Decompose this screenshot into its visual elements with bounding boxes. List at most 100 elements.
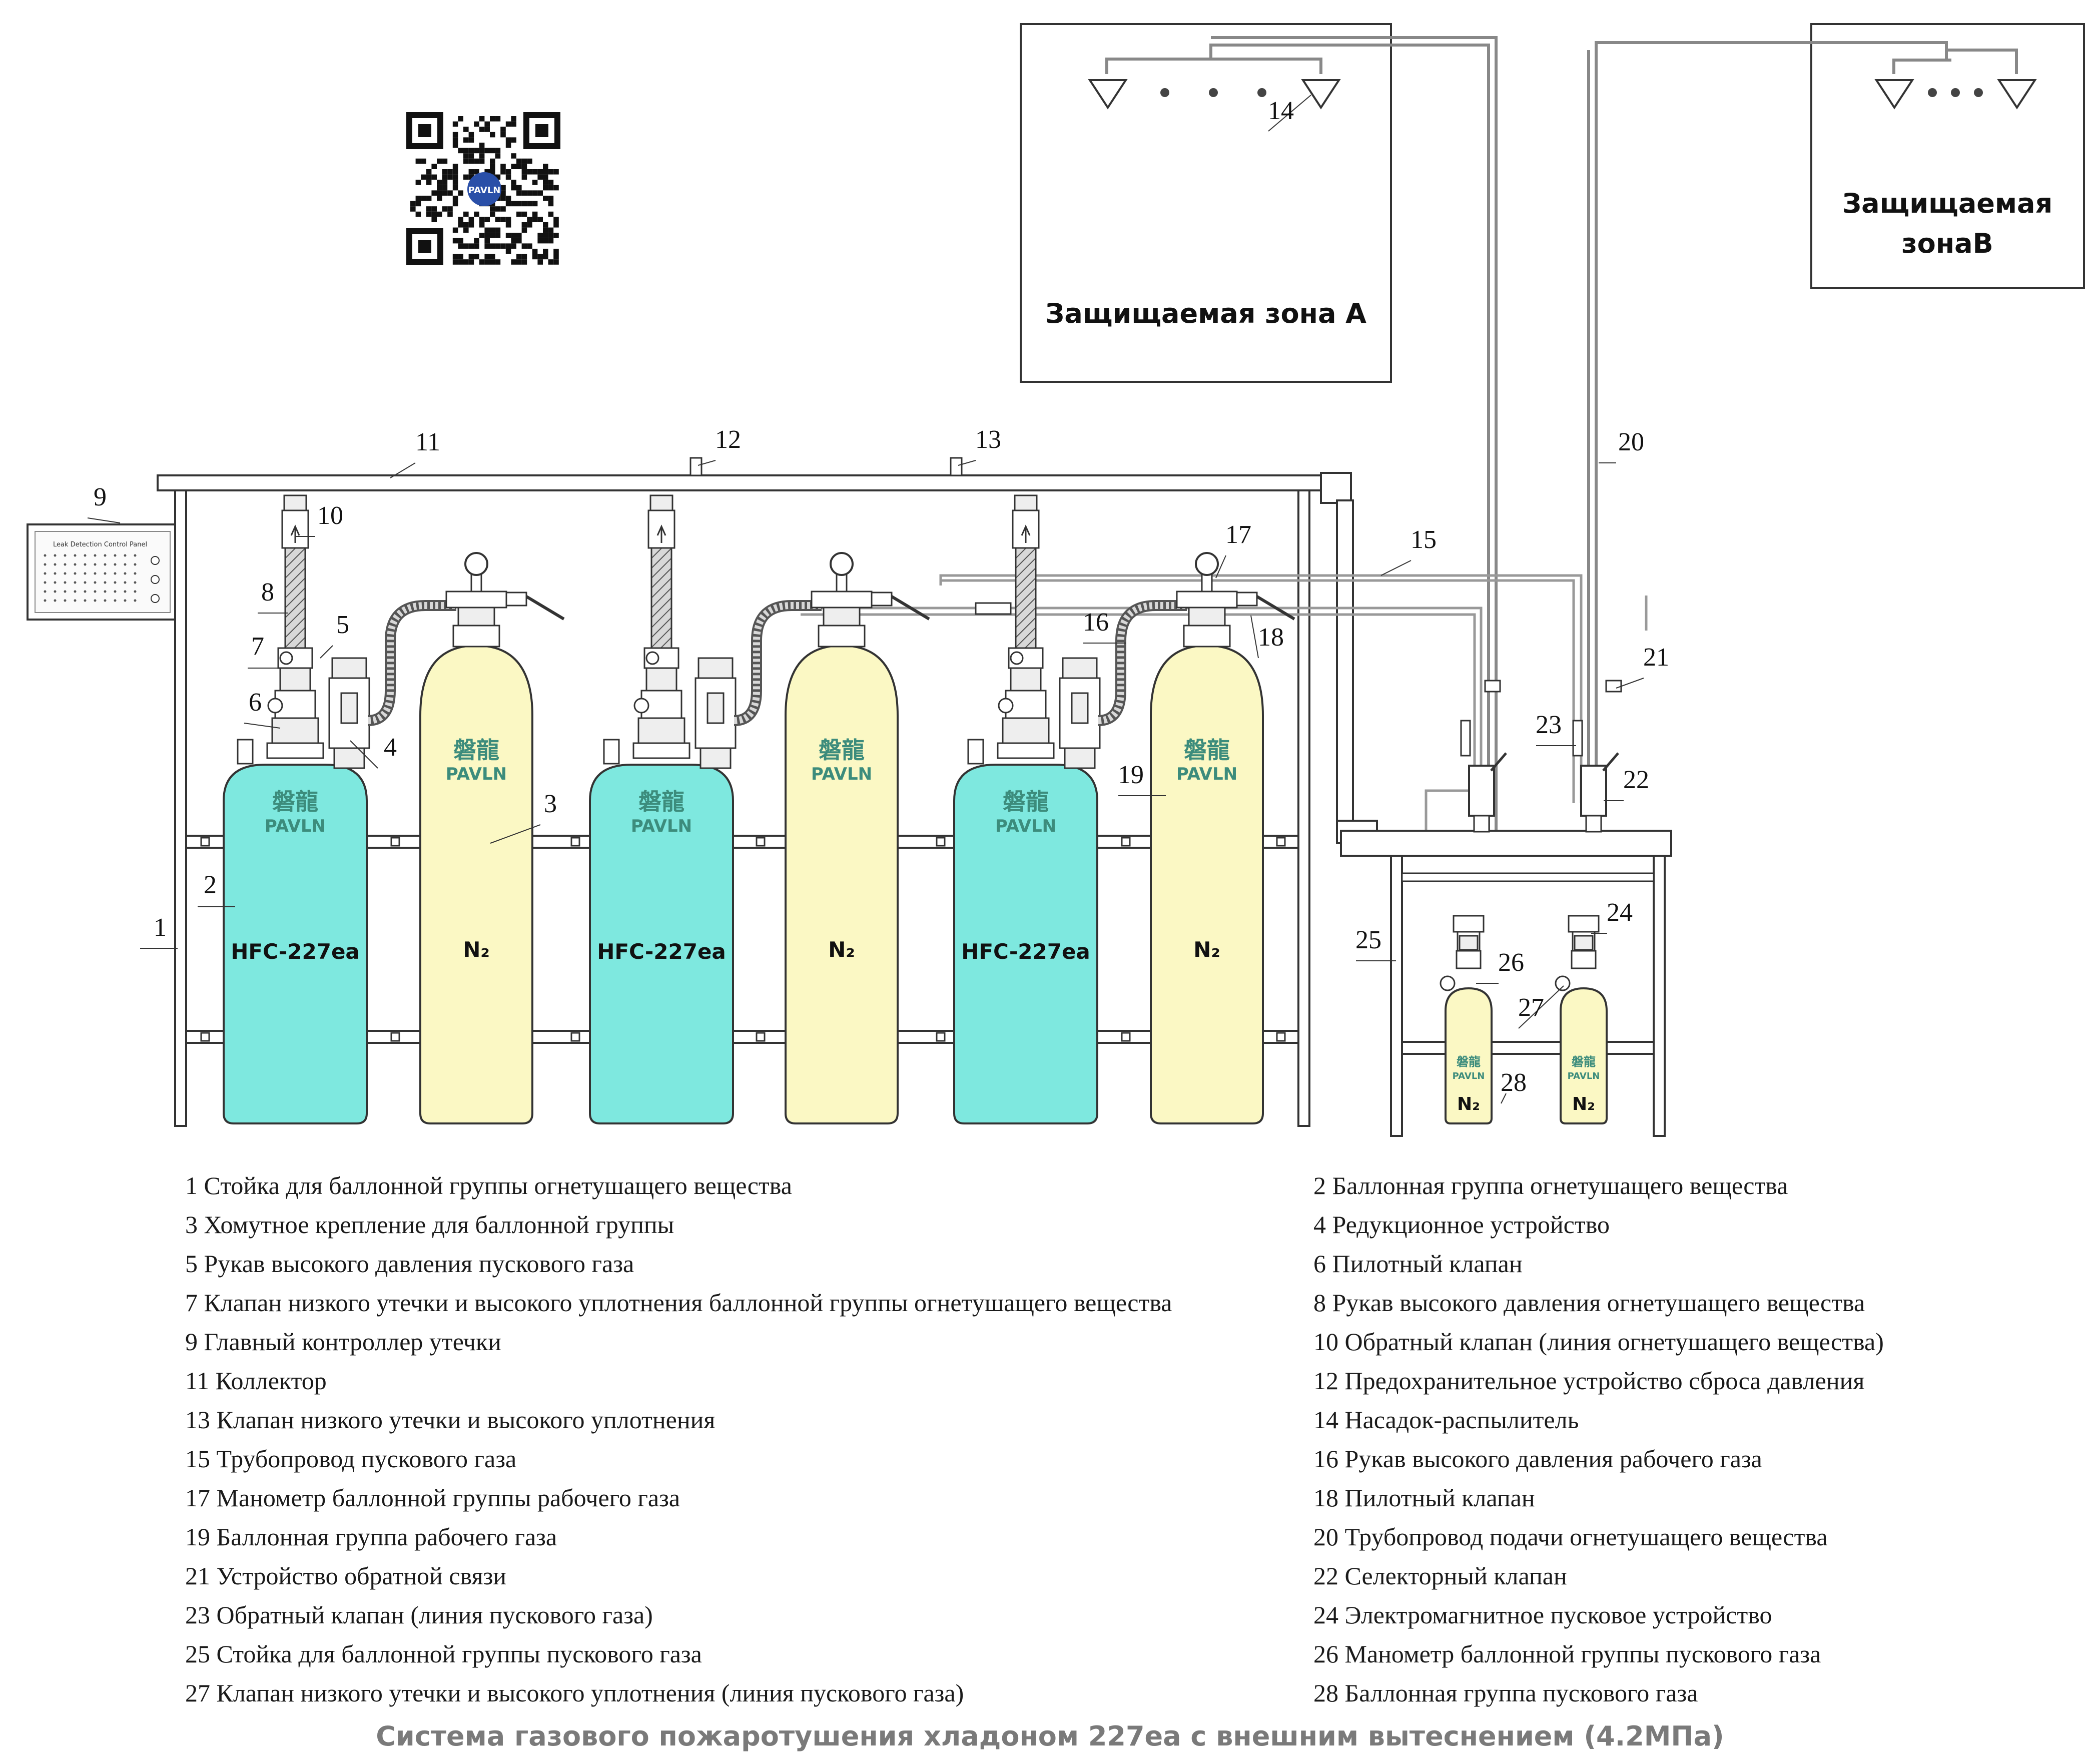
starter-cylinder: 磐龍 PAVLN N₂ xyxy=(1555,915,1608,1124)
check-valve-icon xyxy=(975,602,1012,615)
leak-control-panel: Leak Detection Control Panel xyxy=(27,523,179,621)
protected-zone-a: Защищаемая зона А xyxy=(1020,23,1498,851)
brand-logo-cn: 磐龍 xyxy=(272,788,318,815)
callout-number: 8 xyxy=(261,578,274,607)
brand-logo-cn: 磐龍 xyxy=(1184,737,1230,764)
callout-16: 16 xyxy=(1083,608,1126,644)
callout-number: 7 xyxy=(251,632,264,661)
callout-11: 11 xyxy=(390,428,440,478)
legend-item: 23 Обратный клапан (линия пускового газа… xyxy=(185,1601,653,1629)
callout-21: 21 xyxy=(1616,643,1669,689)
callout-14: 14 xyxy=(1268,95,1311,132)
legend-item: 2 Баллонная группа огнетушащего вещества xyxy=(1313,1171,1788,1200)
brand-logo: PAVLN xyxy=(1568,1071,1600,1081)
callout-22: 22 xyxy=(1604,766,1649,801)
callout-23: 23 xyxy=(1536,711,1576,746)
callout-number: 11 xyxy=(415,428,440,456)
callout-2: 2 xyxy=(198,871,235,907)
legend-item: 20 Трубопровод подачи огнетушащего вещес… xyxy=(1313,1523,1828,1551)
callout-number: 28 xyxy=(1501,1068,1527,1097)
selector-valve-a xyxy=(1460,680,1507,833)
callout-3: 3 xyxy=(490,790,557,844)
callout-number: 17 xyxy=(1225,520,1251,549)
callout-number: 21 xyxy=(1643,643,1669,672)
protected-zone-b: Защищаемая зонаB xyxy=(1587,23,2085,851)
legend-item: 13 Клапан низкого утечки и высокого упло… xyxy=(185,1406,716,1434)
system-diagram: PAVLN Защищаемая зона А Защищаемая зонаB xyxy=(27,23,2085,1137)
legend: 1 Стойка для баллонной группы огнетушаще… xyxy=(0,1166,2100,1726)
brand-logo: PAVLN xyxy=(631,816,692,836)
callout-number: 26 xyxy=(1498,948,1524,977)
brand-logo: PAVLN xyxy=(1453,1071,1485,1081)
brand-logo-cn: 磐龍 xyxy=(638,788,684,815)
legend-item: 21 Устройство обратной связи xyxy=(185,1562,506,1590)
legend-item: 27 Клапан низкого утечки и высокого упло… xyxy=(185,1679,964,1707)
callout-12: 12 xyxy=(697,425,741,466)
legend-item: 12 Предохранительное устройство сброса д… xyxy=(1313,1367,1865,1395)
callout-5: 5 xyxy=(320,611,349,659)
brand-logo-cn: 磐龍 xyxy=(1003,788,1049,815)
diagram-caption: Система газового пожаротушения хладоном … xyxy=(376,1720,1724,1752)
callout-1: 1 xyxy=(140,913,178,949)
nozzle-icon xyxy=(1088,79,1128,110)
callout-17: 17 xyxy=(1215,520,1251,578)
brand-logo: PAVLN xyxy=(811,764,872,784)
leak-valve-icon xyxy=(950,457,963,476)
legend-item: 24 Электромагнитное пусковое устройство xyxy=(1313,1601,1772,1629)
cylinder-label: N₂ xyxy=(1457,1094,1480,1114)
callout-18: 18 xyxy=(1250,615,1284,659)
cylinder-label: N₂ xyxy=(1193,937,1220,962)
brand-logo: PAVLN xyxy=(995,816,1056,836)
callout-number: 6 xyxy=(249,688,262,717)
callout-13: 13 xyxy=(958,425,1001,466)
legend-item: 18 Пилотный клапан xyxy=(1313,1484,1535,1512)
selector-table xyxy=(1340,680,1672,1137)
legend-item: 15 Трубопровод пускового газа xyxy=(185,1445,517,1473)
legend-item: 9 Главный контроллер утечки xyxy=(185,1328,501,1356)
legend-item: 6 Пилотный клапан xyxy=(1313,1250,1523,1278)
callout-number: 5 xyxy=(336,611,349,639)
callout-10: 10 xyxy=(295,501,343,537)
callout-number: 18 xyxy=(1258,623,1284,652)
callout-number: 4 xyxy=(384,733,397,762)
legend-right-column: 2 Баллонная группа огнетушащего вещества… xyxy=(1313,1166,2089,1712)
callout-number: 1 xyxy=(154,913,167,942)
callout-number: 22 xyxy=(1623,766,1649,794)
svg-text:Leak Detection Control Panel: Leak Detection Control Panel xyxy=(53,541,147,548)
callout-number: 2 xyxy=(204,871,217,899)
legend-item: 11 Коллектор xyxy=(185,1367,327,1395)
nozzle-icon xyxy=(1997,79,2037,110)
cylinder-rack xyxy=(157,474,1344,1127)
brand-logo-cn: 磐龍 xyxy=(819,737,865,764)
brand-logo-cn: 磐龍 xyxy=(453,737,499,764)
legend-item: 14 Насадок-распылитель xyxy=(1313,1406,1579,1434)
legend-item: 3 Хомутное крепление для баллонной групп… xyxy=(185,1211,674,1239)
cylinder-label: HFC-227ea xyxy=(597,939,726,964)
legend-left-column: 1 Стойка для баллонной группы огнетушаще… xyxy=(185,1166,1286,1712)
callout-19: 19 xyxy=(1118,761,1166,796)
cylinder-label: N₂ xyxy=(828,937,855,962)
brand-logo-cn: 磐龍 xyxy=(1572,1055,1596,1069)
callout-24: 24 xyxy=(1591,898,1633,934)
legend-item: 1 Стойка для баллонной группы огнетушаще… xyxy=(185,1171,792,1200)
legend-item: 7 Клапан низкого утечки и высокого уплот… xyxy=(185,1289,1172,1317)
brand-logo: PAVLN xyxy=(446,764,507,784)
selector-valve-b xyxy=(1572,680,1622,833)
legend-item: 26 Манометр баллонной группы пускового г… xyxy=(1313,1640,1821,1668)
cylinder-label: HFC-227ea xyxy=(961,939,1090,964)
legend-item: 10 Обратный клапан (линия огнетушащего в… xyxy=(1313,1328,1884,1356)
svg-text:Защищаемая: Защищаемая xyxy=(1842,188,2052,219)
brand-logo-cn: 磐龍 xyxy=(1457,1055,1481,1069)
callout-number: 9 xyxy=(94,483,107,511)
cylinder-label: N₂ xyxy=(1572,1094,1595,1114)
callout-7: 7 xyxy=(248,632,285,669)
callout-number: 13 xyxy=(975,425,1001,454)
cylinder-label: N₂ xyxy=(463,937,490,962)
callout-number: 10 xyxy=(317,501,343,530)
callout-27: 27 xyxy=(1518,985,1564,1029)
legend-item: 19 Баллонная группа рабочего газа xyxy=(185,1523,557,1551)
